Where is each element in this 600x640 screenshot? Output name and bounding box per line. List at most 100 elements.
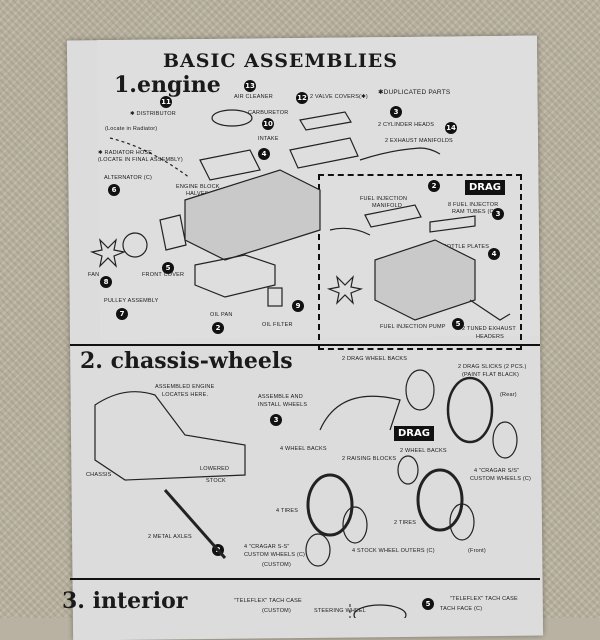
- label-radiator-hose-sub: (LOCATE IN FINAL ASSEMBLY): [98, 157, 183, 163]
- callout-11: 11: [160, 96, 172, 108]
- label-drag-wheel-backs: 2 DRAG WHEEL BACKS: [342, 356, 408, 362]
- intake-manifold-drawing: [199, 149, 261, 181]
- label-oil-filter: OIL FILTER: [262, 322, 293, 328]
- front-cover-drawing: [159, 214, 187, 251]
- callout-13: 13: [244, 80, 256, 92]
- pulley-drawing: [122, 232, 148, 258]
- label-distributor: ✱ DISTRIBUTOR: [130, 111, 176, 117]
- label-raising-blocks: 2 RAISING BLOCKS: [342, 456, 397, 462]
- label-valve-covers: 2 VALVE COVERS(✱): [310, 94, 368, 100]
- label-radiator-hose: ✱ RADIATOR HOSE: [98, 150, 153, 156]
- oil-filter-drawing: [267, 287, 283, 307]
- label-assembled-engine: ASSEMBLED ENGINE: [155, 384, 215, 390]
- label-oil-pan: OIL PAN: [210, 312, 233, 318]
- label-custom: (CUSTOM): [262, 562, 291, 568]
- callout-14: 14: [445, 122, 457, 134]
- fuel-injection-manifold-drawing: [364, 204, 422, 228]
- air-cleaner-drawing: [211, 109, 253, 127]
- page-title: BASIC ASSEMBLIES: [163, 50, 398, 72]
- label-wheel-backs-2: 2 WHEEL BACKS: [400, 448, 447, 454]
- label-front-cover: FRONT COVER: [142, 272, 185, 278]
- label-intake-manifold: INTAKE: [258, 136, 279, 142]
- callout-2: 2: [428, 180, 440, 192]
- fender-drawing: [319, 395, 401, 431]
- front-wheel-back-drawing: [397, 455, 419, 485]
- cylinder-head-drawing: [289, 137, 359, 169]
- label-fan: FAN: [88, 272, 100, 278]
- drag-hose-drawing: [329, 227, 371, 236]
- section-chassis-title: 2. chassis-wheels: [80, 348, 293, 374]
- front-wheel-drawing: [449, 503, 475, 541]
- label-throttle-plates: 2 THROTTLE PLATES: [430, 244, 490, 250]
- label-fuel-injection-manifold-sub: MANIFOLD: [372, 203, 403, 209]
- callout-2b: 2: [212, 322, 224, 334]
- label-fuel-injector-tubes-sub: RAM TUBES (C): [452, 209, 496, 215]
- label-drag-slicks: 2 DRAG SLICKS (2 PCS.): [458, 364, 527, 370]
- custom-wheel-drawing: [305, 533, 331, 567]
- valve-cover-drawing: [299, 111, 352, 131]
- callout-5c: 5: [422, 598, 434, 610]
- label-stock: STOCK: [206, 478, 226, 484]
- label-metal-axles: 2 METAL AXLES: [148, 534, 192, 540]
- tuned-exhaust-drawing: [469, 299, 511, 321]
- callout-3c: 3: [270, 414, 282, 426]
- callout-8: 8: [100, 276, 112, 288]
- drag-wheel-back-drawing: [405, 369, 435, 411]
- fan-drawing: [89, 238, 127, 268]
- engine-block-drawing: [184, 169, 321, 261]
- callout-3b: 3: [492, 208, 504, 220]
- section-divider-2: [70, 578, 540, 580]
- label-fuel-injector-tubes: 8 FUEL INJECTOR: [448, 202, 499, 208]
- front-tire-drawing: [416, 468, 464, 532]
- label-cragar-ss-2: 4 "CRAGAR S-S": [244, 544, 290, 550]
- label-rear: (Rear): [500, 392, 517, 398]
- callout-5b: 5: [452, 318, 464, 330]
- section-divider-1: [70, 344, 540, 346]
- label-custom-interior: (CUSTOM): [262, 608, 291, 614]
- drag-wheel-front-drawing: [492, 421, 518, 459]
- label-fuel-injection-manifold: FUEL INJECTION: [360, 196, 408, 202]
- tire-drawing: [306, 473, 354, 537]
- label-engine-block: ENGINE BLOCK: [176, 184, 220, 190]
- drag-engine-box: [318, 174, 522, 350]
- metal-axle-drawing: [163, 489, 227, 559]
- label-assemble-wheels-sub: INSTALL WHEELS: [258, 402, 308, 408]
- label-drag-slicks-sub: (PAINT FLAT BLACK): [462, 372, 519, 378]
- duplicated-parts-note: ✱DUPLICATED PARTS: [378, 89, 451, 96]
- label-assemble-wheels: ASSEMBLE AND: [258, 394, 303, 400]
- label-custom-wheels-2: CUSTOM WHEELS (C): [244, 552, 306, 558]
- section-engine-title: 1.engine: [114, 72, 221, 98]
- callout-9: 9: [292, 300, 304, 312]
- drag-fan-drawing: [326, 275, 364, 305]
- label-tach-face: TACH FACE (C): [440, 606, 483, 612]
- label-locate-in-radiator: (Locate in Radiator): [105, 126, 158, 132]
- callout-5: 5: [162, 262, 174, 274]
- callout-3: 3: [390, 106, 402, 118]
- label-front: (Front): [468, 548, 486, 554]
- label-assembled-engine-sub: LOCATES HERE.: [162, 392, 209, 398]
- label-air-cleaner: AIR CLEANER: [234, 94, 273, 100]
- label-exhaust-manifolds: 2 EXHAUST MANIFOLDS: [385, 138, 453, 144]
- label-tires: 4 TIRES: [276, 508, 299, 514]
- callout-4b: 4: [488, 248, 500, 260]
- label-tuned-exhaust: 2 TUNED EXHAUST: [462, 326, 516, 332]
- label-steering-wheel: STEERING WHEEL: [314, 608, 367, 614]
- label-chassis: CHASSIS: [86, 472, 112, 478]
- drag-engine-drawing: [374, 239, 476, 321]
- label-tuned-exhaust-sub: HEADERS: [476, 334, 504, 340]
- label-fuel-injection-pump: FUEL INJECTION PUMP: [380, 324, 446, 330]
- injector-tubes-drawing: [429, 215, 476, 233]
- drag-slick-drawing: [446, 376, 494, 444]
- label-cylinder-heads: 2 CYLINDER HEADS: [378, 122, 435, 128]
- label-pulley-assembly: PULLEY ASSEMBLY: [104, 298, 159, 304]
- label-cragar-ss: 4 "CRAGAR S/S": [474, 468, 520, 474]
- label-tires-2: 2 TIRES: [394, 520, 417, 526]
- label-teleflex-tach-case-2: "TELEFLEX" TACH CASE: [450, 596, 518, 602]
- callout-6: 6: [108, 184, 120, 196]
- exhaust-manifold-drawing: [359, 147, 441, 161]
- callout-4: 4: [258, 148, 270, 160]
- assembly-line-art: [89, 109, 518, 618]
- callout-7: 7: [116, 308, 128, 320]
- section-interior-title: 3. interior: [62, 588, 188, 614]
- drag-badge-chassis: DRAG: [394, 426, 434, 441]
